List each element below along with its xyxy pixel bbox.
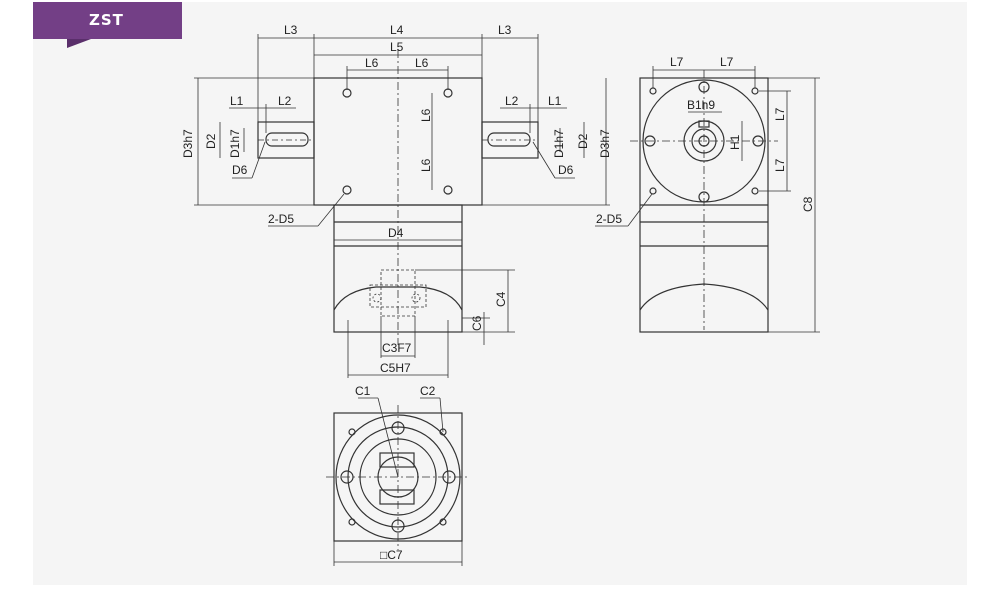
label-L1-right: L1 <box>548 94 562 108</box>
label-D2-right: D2 <box>576 133 590 149</box>
label-L7-side-lower: L7 <box>773 158 787 172</box>
drawing-panel <box>33 2 967 585</box>
bottom-view <box>326 405 470 550</box>
label-L2-right: L2 <box>505 94 519 108</box>
label-D3h7-right: D3h7 <box>598 129 612 158</box>
label-H1: H1 <box>728 134 742 150</box>
label-B1h9: B1h9 <box>687 98 715 112</box>
label-L3-left: L3 <box>284 23 298 37</box>
label-C6: C6 <box>470 315 484 331</box>
label-L1-left: L1 <box>230 94 244 108</box>
label-C5H7: C5H7 <box>380 361 411 375</box>
label-D1h7-left: D1h7 <box>228 129 242 158</box>
dimension-lines <box>194 34 820 566</box>
model-badge-label: ZST <box>89 11 124 29</box>
label-D1h7-right: D1h7 <box>552 129 566 158</box>
front-bolt-holes <box>342 88 453 195</box>
label-2D5-side: 2-D5 <box>596 212 622 226</box>
label-C8: C8 <box>801 196 815 212</box>
label-L7-top-left: L7 <box>670 55 684 69</box>
label-C2: C2 <box>420 384 436 398</box>
label-L2-left: L2 <box>278 94 292 108</box>
label-D6-right: D6 <box>558 163 574 177</box>
right-key <box>487 132 531 147</box>
label-L4: L4 <box>390 23 404 37</box>
label-L6-left: L6 <box>365 56 379 70</box>
label-L6-right: L6 <box>415 56 429 70</box>
label-L7-top-right: L7 <box>720 55 734 69</box>
model-badge-tail <box>67 39 91 48</box>
label-L5: L5 <box>390 40 404 54</box>
label-D6-left: D6 <box>232 163 248 177</box>
label-C3F7: C3F7 <box>382 341 412 355</box>
left-key <box>265 132 309 147</box>
label-L6-upper: L6 <box>419 108 433 122</box>
side-view <box>630 70 778 333</box>
front-view <box>257 50 539 345</box>
label-L3-right: L3 <box>498 23 512 37</box>
label-D2-left: D2 <box>204 133 218 149</box>
dimension-labels: L3 L4 L3 L5 L6 L6 L1 L2 L2 L1 D3h7 D2 D1… <box>181 23 815 562</box>
label-2D5-front: 2-D5 <box>268 212 294 226</box>
label-D3h7-left: D3h7 <box>181 129 195 158</box>
label-L7-side-upper: L7 <box>773 107 787 121</box>
label-C7: □C7 <box>380 548 403 562</box>
label-C1: C1 <box>355 384 371 398</box>
label-L6-lower: L6 <box>419 158 433 172</box>
model-badge: ZST <box>33 2 182 39</box>
label-D4: D4 <box>388 226 404 240</box>
label-C4: C4 <box>494 291 508 307</box>
